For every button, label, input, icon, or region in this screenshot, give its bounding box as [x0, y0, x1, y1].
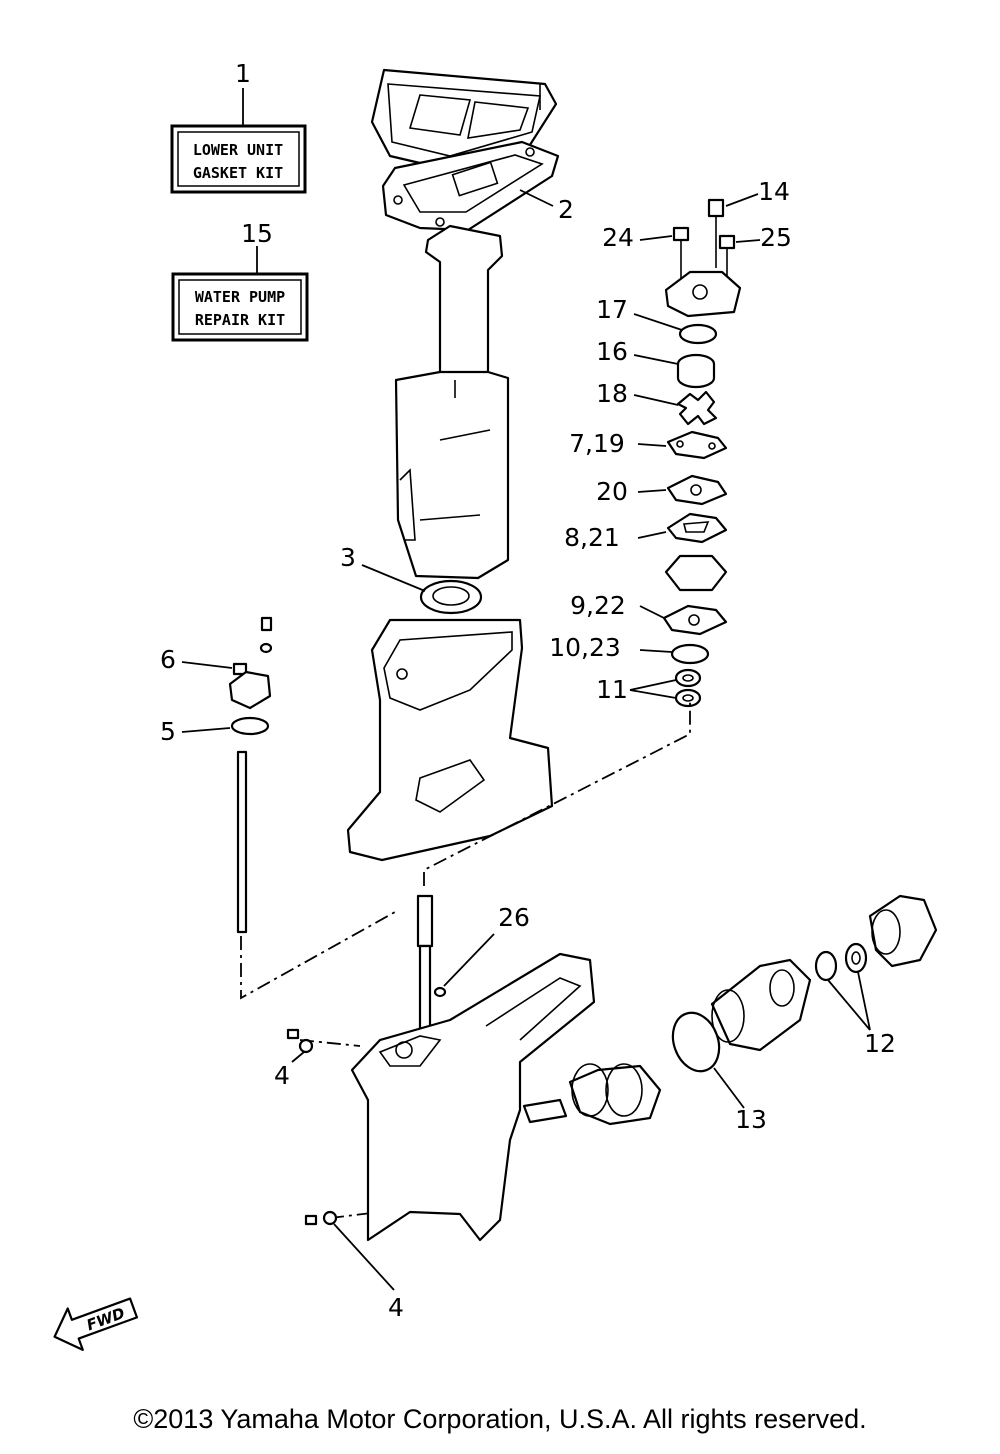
callout-10-23: 10,23 — [549, 633, 621, 662]
callout-8-21: 8,21 — [564, 523, 620, 552]
callout-11: 11 — [596, 675, 628, 704]
insert-cartridge-16 — [676, 353, 716, 389]
upper-casing-part — [394, 224, 510, 580]
fwd-direction-arrow: FWD — [53, 1297, 139, 1351]
callout-2: 2 — [558, 195, 574, 224]
rubber-seal-part — [419, 579, 483, 615]
callout-9-22: 9,22 — [570, 591, 626, 620]
gasket-9-22 — [662, 604, 728, 636]
bearing-housing-part — [710, 958, 812, 1052]
kit15-line2: REPAIR KIT — [195, 311, 285, 329]
alignment-line-driveshaft — [423, 700, 691, 886]
copyright-notice: ©2013 Yamaha Motor Corporation, U.S.A. A… — [133, 1404, 867, 1434]
lower-casing-part — [346, 618, 554, 862]
kit15-number: 15 — [241, 219, 273, 248]
oil-seal-11 — [674, 668, 702, 708]
drain-plug-lower — [304, 1210, 338, 1226]
callout-24: 24 — [602, 223, 634, 252]
callout-14: 14 — [758, 177, 790, 206]
gasket-7-19 — [666, 430, 728, 460]
bolt-14 — [707, 198, 725, 268]
callout-3: 3 — [340, 543, 356, 572]
alignment-line-shift-rod — [240, 911, 396, 1000]
kit15-line1: WATER PUMP — [195, 288, 285, 306]
parts-diagram: LOWER UNIT GASKET KIT 1 WATER PUMP REPAI… — [53, 59, 938, 1351]
bolt-25 — [718, 234, 736, 276]
callout-4-lower: 4 — [388, 1293, 404, 1322]
gear-case-part — [350, 952, 596, 1242]
drain-plug-upper — [286, 1028, 314, 1054]
bearing-seals-12 — [814, 942, 868, 982]
kit1-line2: GASKET KIT — [193, 164, 283, 182]
callout-13: 13 — [735, 1105, 767, 1134]
gasket-8-21 — [666, 512, 728, 544]
impeller-18 — [676, 390, 718, 426]
callout-5: 5 — [160, 717, 176, 746]
plate-17 — [678, 323, 718, 345]
end-cap-part — [868, 894, 938, 968]
kit1-line1: LOWER UNIT — [193, 141, 283, 159]
bolt-24 — [672, 226, 690, 280]
water-pump-repair-kit-label: WATER PUMP REPAIR KIT 15 — [171, 219, 309, 342]
callout-6: 6 — [160, 645, 176, 674]
callout-17: 17 — [596, 295, 628, 324]
callout-20: 20 — [596, 477, 628, 506]
plate-20 — [666, 474, 728, 506]
gear-parts — [522, 1063, 662, 1126]
kit1-number: 1 — [235, 59, 251, 88]
lower-unit-gasket-kit-label: LOWER UNIT GASKET KIT 1 — [170, 59, 307, 194]
callout-16: 16 — [596, 337, 628, 366]
callout-25: 25 — [760, 223, 792, 252]
pump-base-part — [664, 554, 728, 592]
pump-housing-part — [664, 270, 742, 318]
callout-12: 12 — [864, 1029, 896, 1058]
callout-18: 18 — [596, 379, 628, 408]
callout-7-19: 7,19 — [569, 429, 625, 458]
alignment-line-4b — [329, 1211, 381, 1219]
gasket-part — [381, 140, 560, 232]
callout-4-upper: 4 — [274, 1061, 290, 1090]
shift-rod-assembly — [228, 616, 273, 934]
o-ring-10-23 — [670, 643, 710, 665]
part-26 — [433, 986, 447, 998]
callout-26: 26 — [498, 903, 530, 932]
